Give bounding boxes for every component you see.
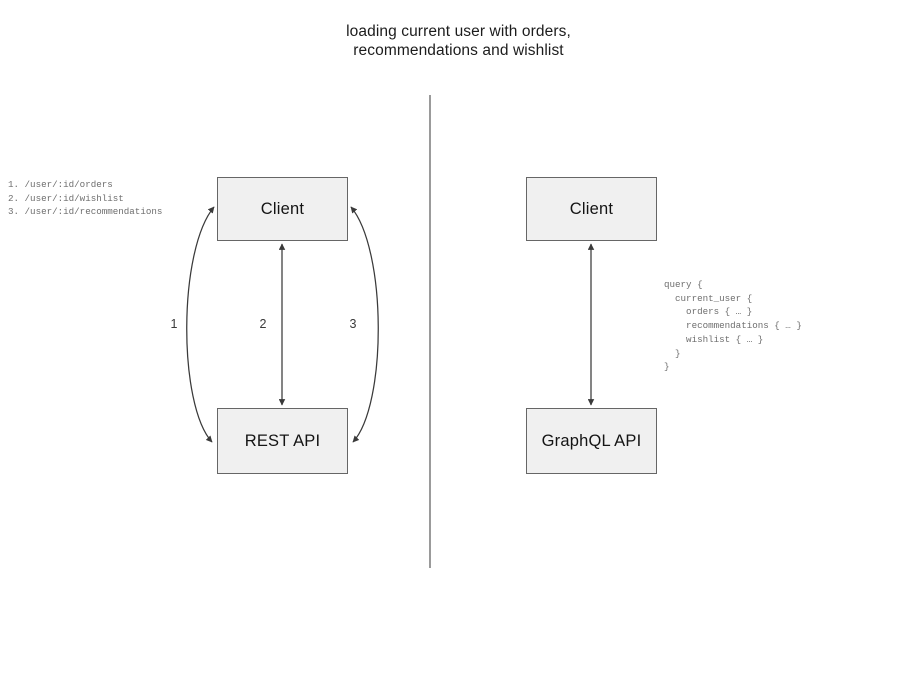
node-client-graphql[interactable]: Client bbox=[526, 177, 657, 241]
edge-label-2: 2 bbox=[259, 317, 267, 331]
node-client-graphql-label: Client bbox=[569, 199, 614, 218]
diagram-title-line-2: recommendations and wishlist bbox=[353, 42, 564, 59]
graphql-query-snippet: query { current_user { orders { … } reco… bbox=[664, 279, 802, 373]
edge-label-1: 1 bbox=[170, 317, 178, 331]
edge-1-arc bbox=[186, 206, 215, 443]
node-client-rest-label: Client bbox=[260, 199, 305, 218]
edge-label-3: 3 bbox=[349, 317, 357, 331]
node-graphql-api[interactable]: GraphQL API bbox=[526, 408, 657, 474]
node-client-rest[interactable]: Client bbox=[217, 177, 348, 241]
rest-endpoint-list: 1. /user/:id/orders 2. /user/:id/wishlis… bbox=[8, 179, 163, 218]
node-rest-api-label: REST API bbox=[244, 431, 321, 450]
node-graphql-api-label: GraphQL API bbox=[541, 431, 642, 450]
diagram-title: loading current user with orders, recomm… bbox=[0, 22, 917, 60]
node-rest-api[interactable]: REST API bbox=[217, 408, 348, 474]
diagram-title-line-1: loading current user with orders, bbox=[346, 23, 571, 40]
